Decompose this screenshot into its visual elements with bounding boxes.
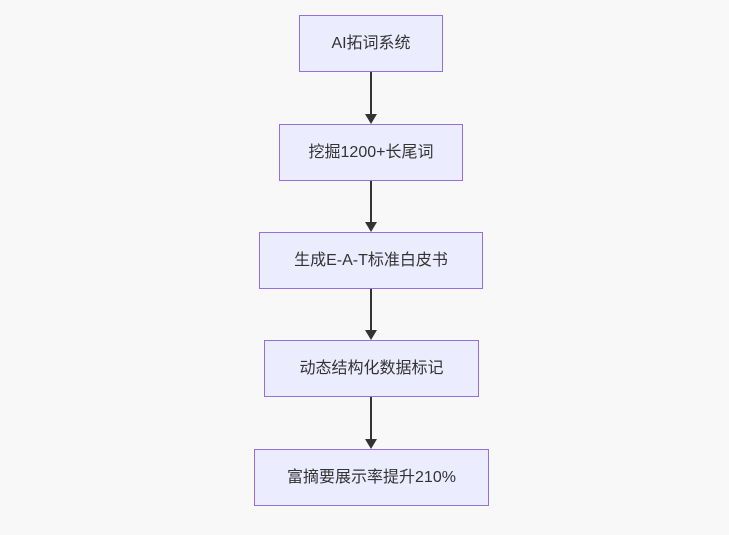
flowchart-node-longtail-mining: 挖掘1200+长尾词: [279, 124, 463, 181]
arrowhead-down-icon: [365, 114, 377, 124]
node-label: 生成E-A-T标准白皮书: [294, 251, 448, 269]
arrowhead-down-icon: [365, 439, 377, 449]
flowchart-node-eat-whitepaper: 生成E-A-T标准白皮书: [259, 232, 483, 289]
arrow-line: [370, 72, 372, 120]
arrow-line: [370, 181, 372, 228]
arrow-line: [370, 289, 372, 336]
flowchart-node-ai-keyword-system: AI拓词系统: [299, 15, 443, 72]
node-label: 动态结构化数据标记: [299, 359, 444, 377]
arrowhead-down-icon: [365, 222, 377, 232]
flowchart-node-rich-snippet-rate: 富摘要展示率提升210%: [254, 449, 489, 506]
flow-arrow-1: [365, 72, 377, 124]
node-label: 富摘要展示率提升210%: [287, 468, 456, 486]
flowchart-node-structured-data-markup: 动态结构化数据标记: [264, 340, 479, 397]
flow-arrow-4: [365, 397, 377, 449]
arrowhead-down-icon: [365, 330, 377, 340]
flow-arrow-2: [365, 181, 377, 232]
node-label: 挖掘1200+长尾词: [308, 143, 434, 161]
arrow-line: [370, 397, 372, 445]
flow-arrow-3: [365, 289, 377, 340]
node-label: AI拓词系统: [331, 34, 411, 52]
